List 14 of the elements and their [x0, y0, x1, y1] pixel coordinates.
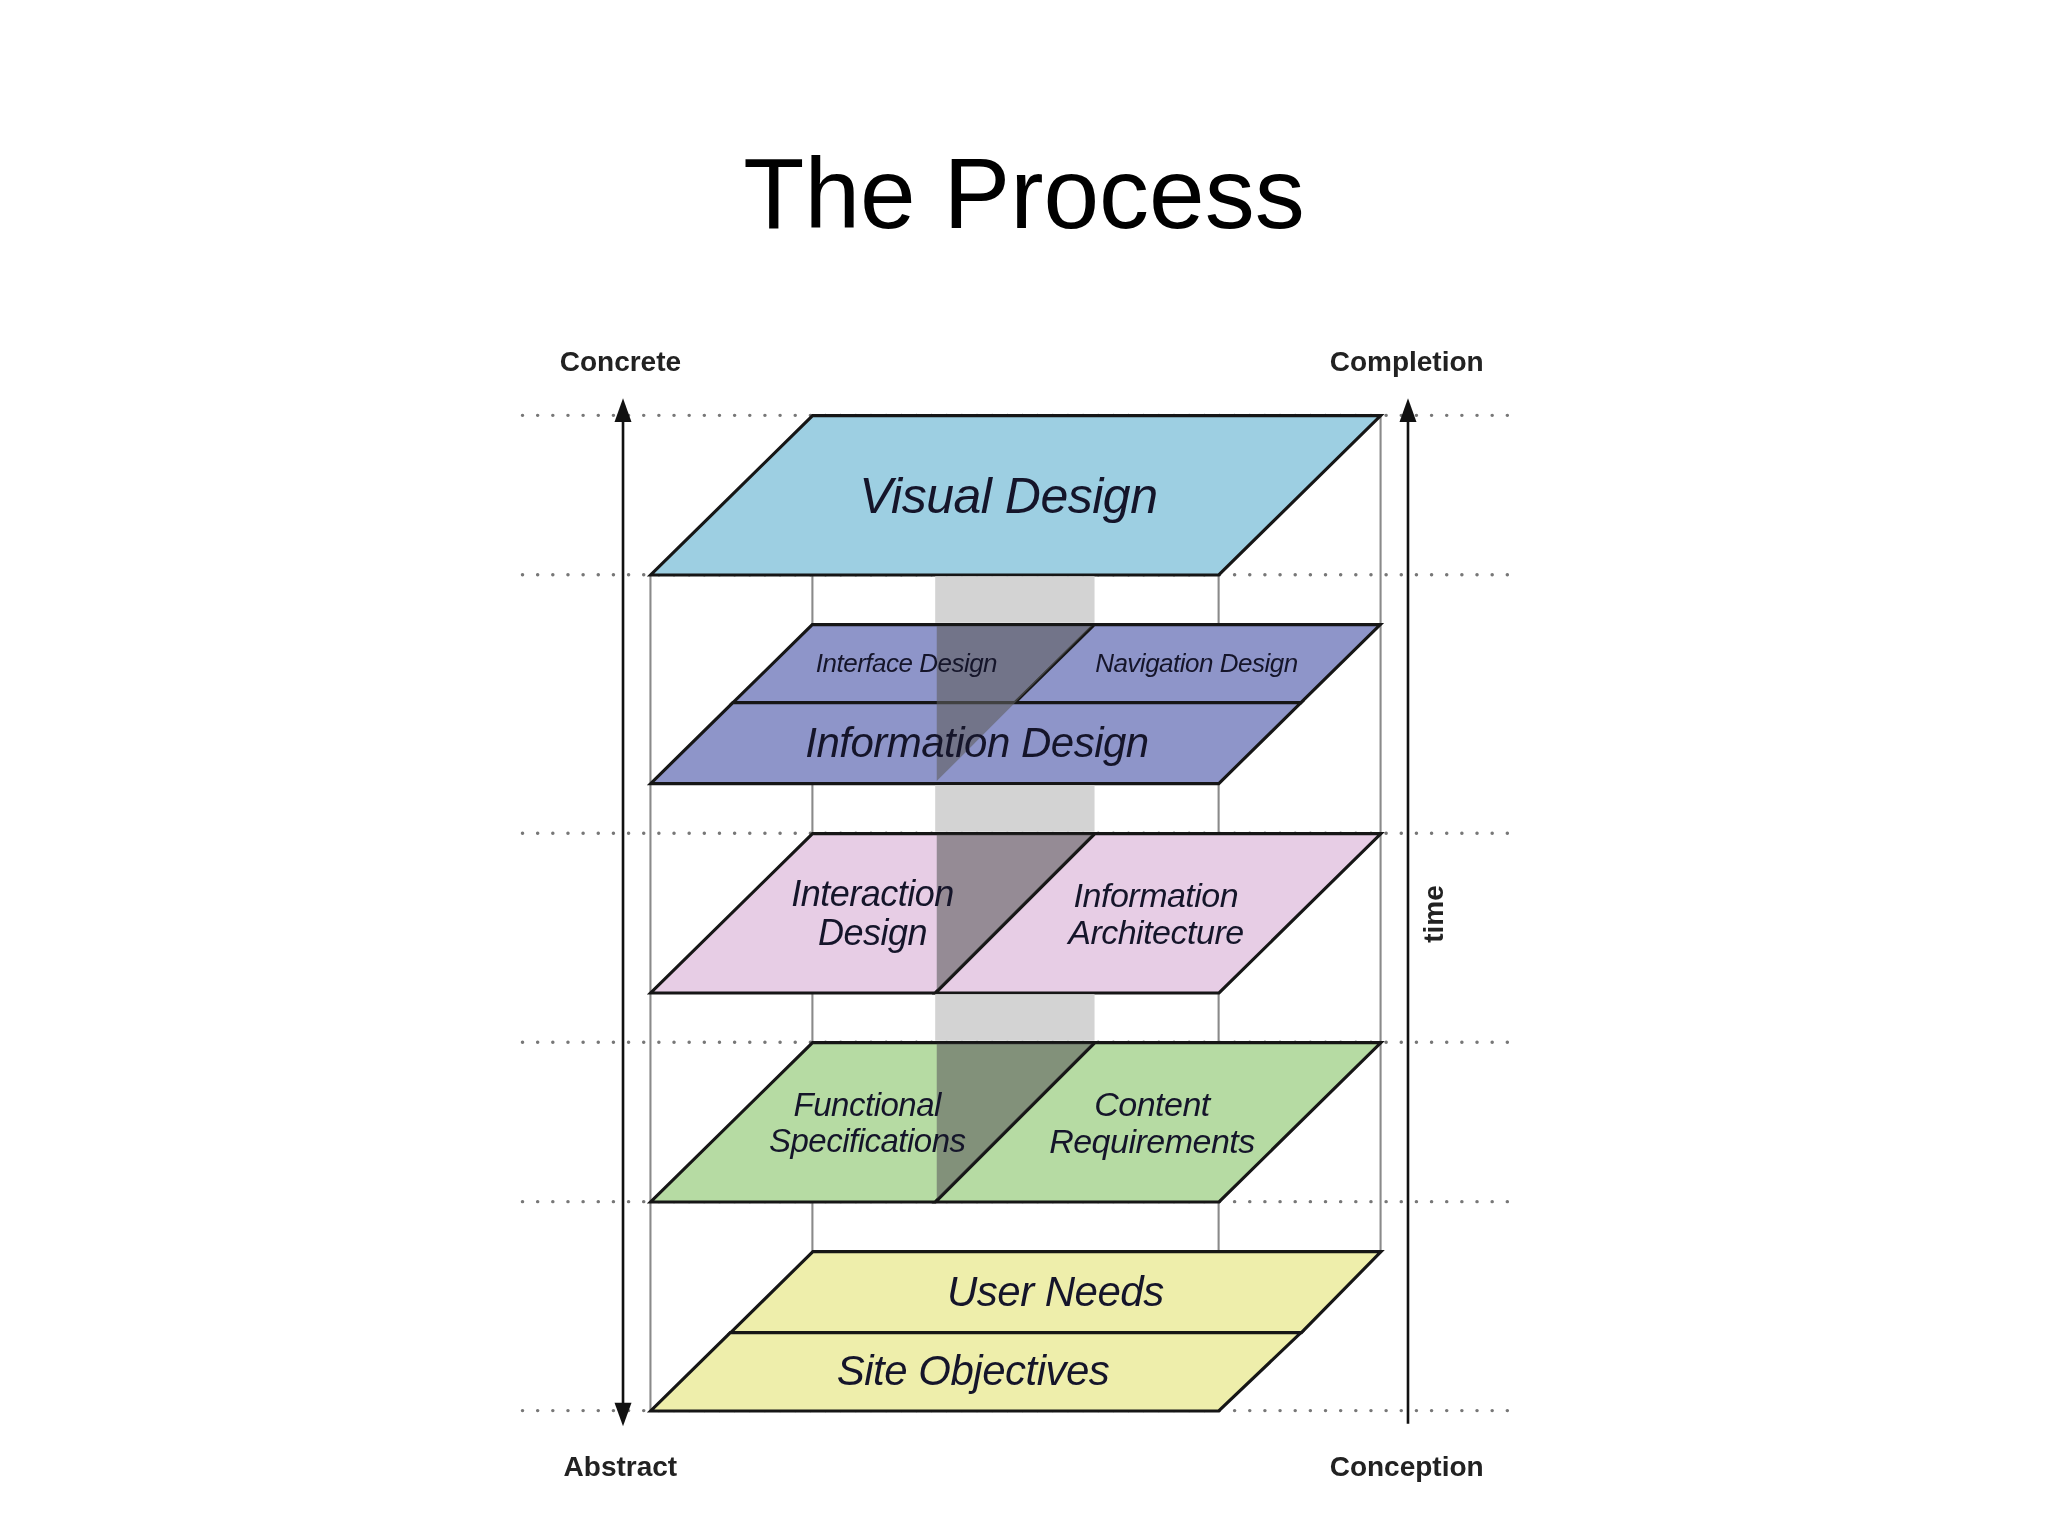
title: The Process: [743, 138, 1305, 248]
plane-label: Navigation Design: [1095, 649, 1298, 678]
scale-end-label: Abstract: [563, 1450, 678, 1483]
plane-label: Visual Design: [859, 469, 1158, 524]
scale-end-label: Concrete: [559, 345, 682, 378]
scale-end-label: Conception: [1329, 1450, 1484, 1483]
plane-label: Functional Specifications: [768, 1087, 966, 1159]
plane-label: Interaction Design: [791, 875, 954, 954]
plane-label: User Needs: [946, 1269, 1164, 1315]
plane-label: Content Requirements: [1049, 1086, 1255, 1160]
scale-end-label: Completion: [1329, 345, 1484, 378]
plane-label: Site Objectives: [836, 1348, 1110, 1395]
plane-label: Information Architecture: [1068, 877, 1244, 951]
axis-label: time: [1418, 885, 1451, 944]
